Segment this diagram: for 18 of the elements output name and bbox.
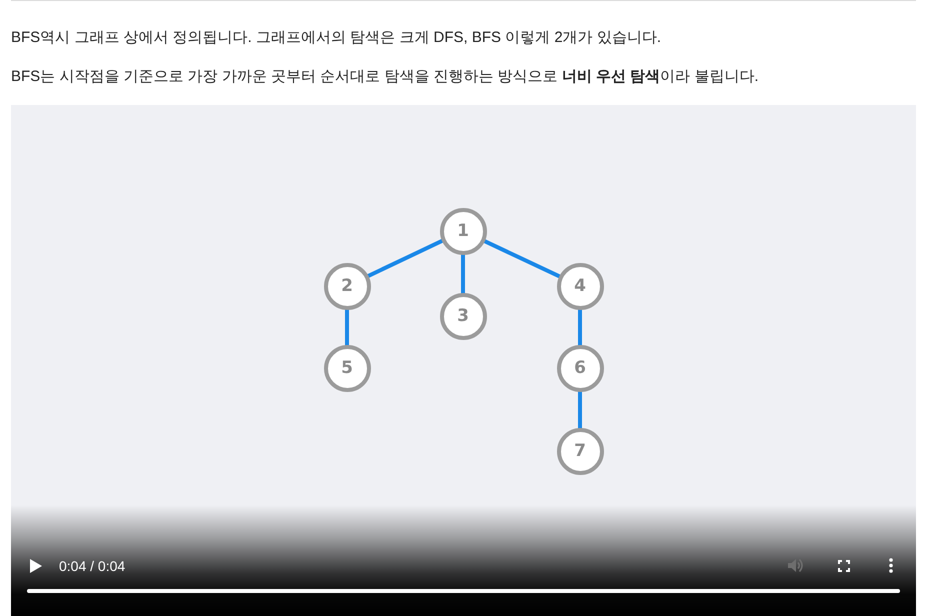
node-number: 6 <box>574 359 586 377</box>
node-number: 1 <box>457 222 469 240</box>
node-number: 3 <box>457 307 469 325</box>
edge-line <box>578 308 582 346</box>
paragraph-text: BFS역시 그래프 상에서 정의됩니다. 그래프에서의 탐색은 크게 DFS, BFS 이렇게 2개가 있습니다. <box>11 28 662 48</box>
node-number: 7 <box>574 442 586 460</box>
edge-line <box>366 238 444 278</box>
edge-line <box>482 238 560 278</box>
edge-line <box>578 390 582 428</box>
node-circle <box>556 262 604 310</box>
node-number: 5 <box>341 359 353 377</box>
edge-line <box>461 254 465 294</box>
node-number: 2 <box>341 277 353 295</box>
edge-line <box>345 308 349 346</box>
node-number: 4 <box>574 277 586 295</box>
time-display: 0:04 / 0:04 <box>59 558 126 574</box>
paragraph-text: BFS는 시작점을 기준으로 가장 가까운 곳부터 순서대로 탐색을 진행하는 방식으로 너비 우선 탐색이라 불립니다. <box>11 67 759 87</box>
node-circle <box>440 208 486 254</box>
